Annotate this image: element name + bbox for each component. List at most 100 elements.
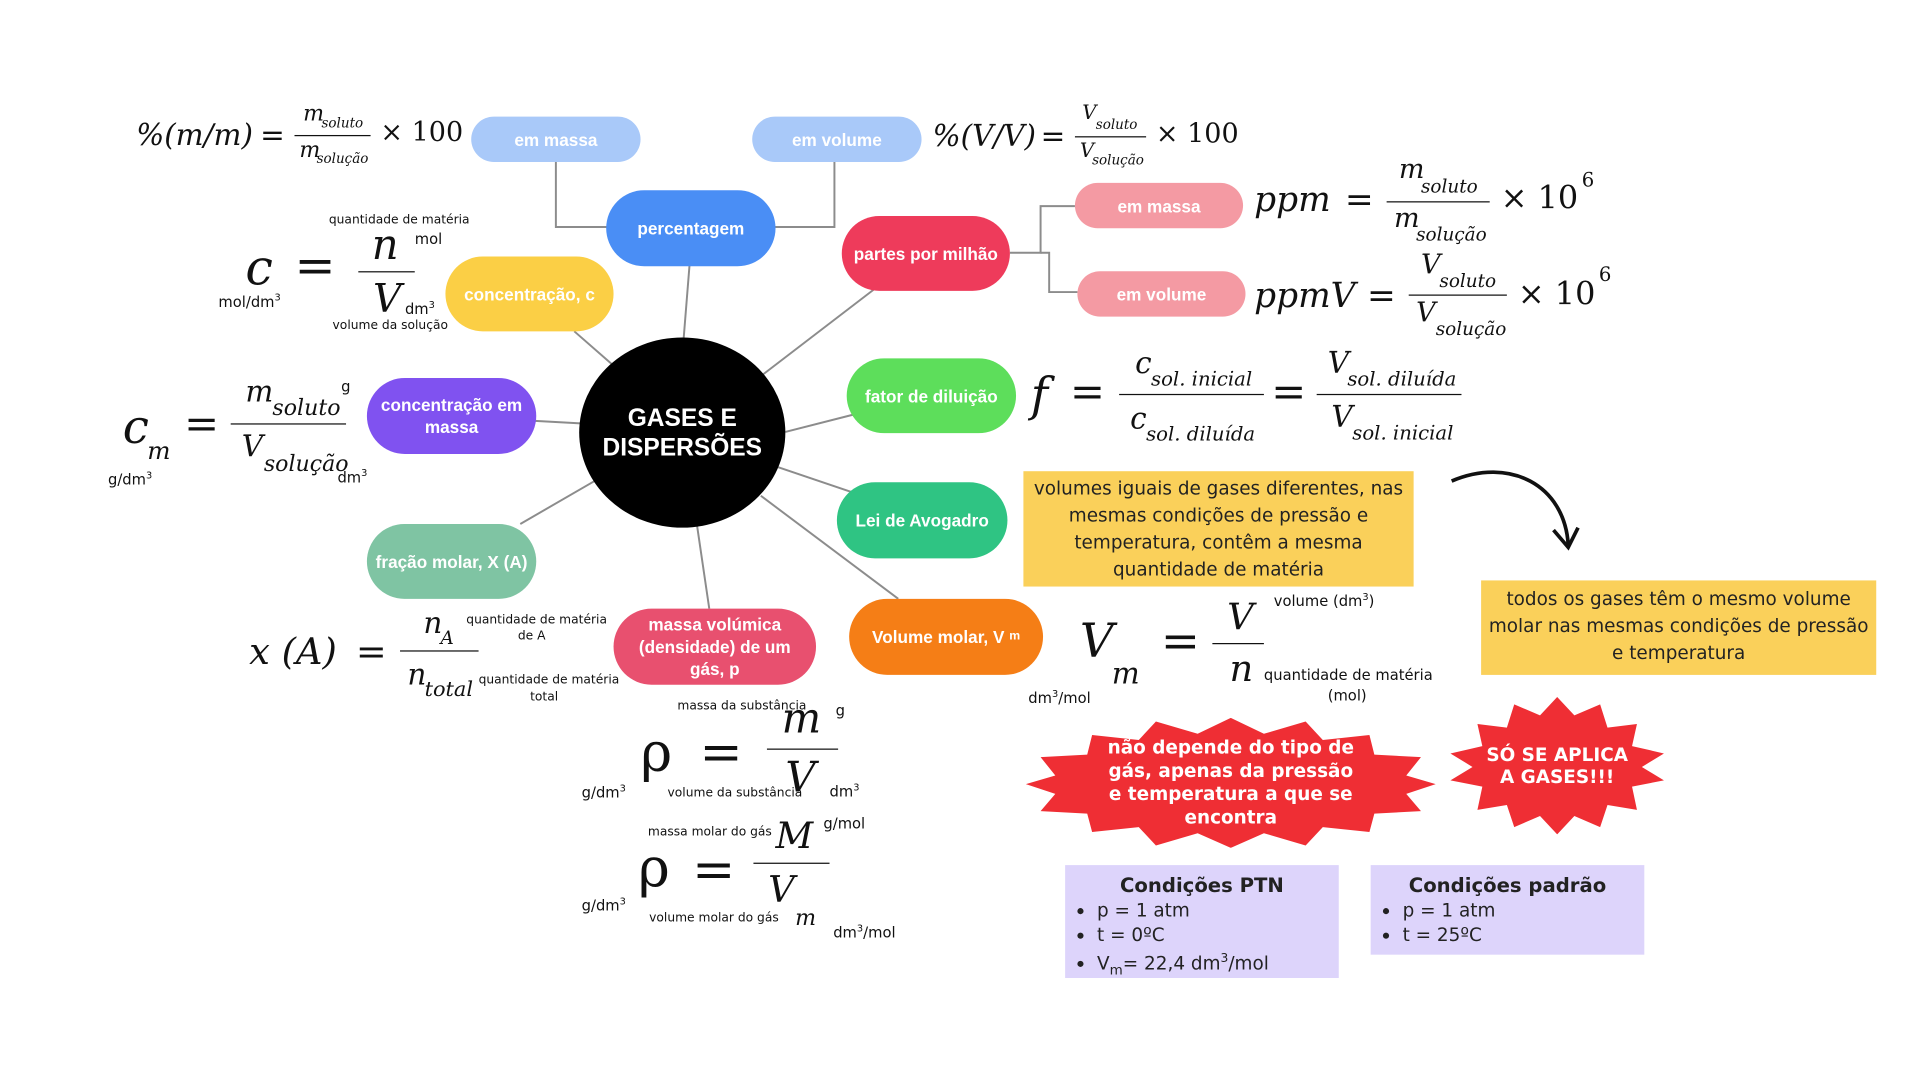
equals-sign-2: = xyxy=(1271,368,1307,418)
denominator-sub: solução xyxy=(263,451,349,478)
lhs-unit: mol/dm3 xyxy=(218,292,281,311)
ptn-temperature: t = 0ºC xyxy=(1097,923,1326,948)
node-label-sub: m xyxy=(1009,629,1021,644)
numerator: M xyxy=(775,814,814,858)
denominator-unit: dm3 xyxy=(829,781,860,801)
formula-lhs: ppmV xyxy=(1254,274,1356,316)
lhs-unit: g/dm3 xyxy=(107,469,153,489)
node-concentracao-massa[interactable]: concentração em massa xyxy=(366,377,537,455)
node-em-volume-percentagem[interactable]: em volume xyxy=(752,116,922,162)
fraction-bar xyxy=(766,748,839,750)
node-em-volume-ppm[interactable]: em volume xyxy=(1077,271,1246,317)
numerator: m xyxy=(781,694,822,744)
node-label: Lei de Avogadro xyxy=(855,510,989,531)
denominator-1-sub: sol. diluída xyxy=(1146,422,1256,446)
node-em-massa-ppm[interactable]: em massa xyxy=(1074,182,1244,229)
formula-lhs: ρ xyxy=(640,721,673,785)
node-label: fator de diluição xyxy=(865,385,998,406)
denominator: m xyxy=(299,137,321,164)
equals-sign: = xyxy=(355,630,387,674)
node-em-massa-percentagem[interactable]: em massa xyxy=(471,116,641,162)
numerator-2-sub: sol. diluída xyxy=(1347,366,1457,391)
denominator-label-2: total xyxy=(530,690,559,705)
padrao-temperature: t = 25ºC xyxy=(1403,923,1632,948)
denominator: V xyxy=(1079,138,1095,162)
node-label: percentagem xyxy=(637,218,745,239)
fraction-bar xyxy=(1074,136,1147,138)
formula-lhs: c xyxy=(245,240,273,297)
denominator: m xyxy=(1393,203,1420,235)
numerator-sub: soluto xyxy=(272,395,341,421)
numerator-sub: soluto xyxy=(1095,116,1138,133)
burst-large-text: não depende do tipo de gás, apenas da pr… xyxy=(1107,736,1354,829)
multiplier: × 100 xyxy=(1155,119,1239,150)
numerator-label: volume (dm3) xyxy=(1273,591,1375,610)
numerator: V xyxy=(1082,100,1097,124)
lhs-sub: m xyxy=(1111,656,1140,691)
numerator-1: c xyxy=(1135,346,1152,381)
fraction-bar xyxy=(1408,294,1507,296)
lhs-unit: g/dm3 xyxy=(581,782,626,802)
numerator-sub: soluto xyxy=(1420,175,1478,198)
numerator-sub: A xyxy=(440,627,454,650)
denominator: V xyxy=(785,753,816,803)
burst-shape xyxy=(1450,696,1664,835)
fraction-bar-1 xyxy=(1119,393,1264,396)
fraction-bar-2 xyxy=(1316,393,1462,396)
multiplier: × 10 xyxy=(1500,180,1579,218)
numerator: V xyxy=(1227,596,1254,640)
numerator-label: massa molar do gás xyxy=(647,825,772,840)
denominator-1: c xyxy=(1130,401,1147,436)
node-label: em volume xyxy=(791,129,882,150)
mesmo-volume-note: todos os gases têm o mesmo volume molar … xyxy=(1481,580,1877,675)
ptn-pressure: p = 1 atm xyxy=(1097,898,1326,923)
denominator: V xyxy=(241,429,264,464)
node-label: Volume molar, V xyxy=(872,627,1005,647)
node-partes-por-milhao[interactable]: partes por milhão xyxy=(841,215,1010,291)
equals-sign: = xyxy=(699,721,743,782)
formula-lhs: f xyxy=(1030,368,1049,423)
denominator: V xyxy=(1416,298,1436,329)
padrao-pressure: p = 1 atm xyxy=(1403,898,1632,923)
node-massa-volumica[interactable]: massa volúmica (densidade) de um gás, p xyxy=(613,608,817,685)
denominator: n xyxy=(1229,647,1254,691)
node-concentracao[interactable]: concentração, c xyxy=(445,256,614,332)
denominator: V xyxy=(373,274,402,322)
node-label: concentração, c xyxy=(464,284,595,304)
numerator: n xyxy=(371,220,399,270)
numerator-unit: g/mol xyxy=(823,814,866,832)
numerator-label: quantidade de matéria xyxy=(466,613,607,628)
formula-lhs: %(V/V) xyxy=(932,119,1037,154)
ptn-molar-volume: Vm= 22,4 dm3/mol xyxy=(1097,947,1326,983)
fraction-bar xyxy=(400,650,479,652)
avogadro-note-text: volumes iguais de gases diferentes, nas … xyxy=(1033,477,1404,581)
node-fator-diluicao[interactable]: fator de diluição xyxy=(846,358,1017,434)
numerator-1-sub: sol. inicial xyxy=(1151,366,1253,391)
denominator-sub: total xyxy=(424,677,474,702)
denominator-label: quantidade de matéria xyxy=(478,673,620,688)
equals-sign: = xyxy=(260,117,285,153)
denominator-unit: dm3 xyxy=(337,467,368,486)
node-lei-avogadro[interactable]: Lei de Avogadro xyxy=(836,482,1008,559)
formula-lhs: ρ xyxy=(638,836,670,900)
equals-sign: = xyxy=(294,238,336,295)
exponent: 6 xyxy=(1598,262,1612,286)
avogadro-note: volumes iguais de gases diferentes, nas … xyxy=(1023,471,1414,587)
denominator-sub: m xyxy=(795,905,817,932)
node-percentagem[interactable]: percentagem xyxy=(606,190,776,267)
denominator-label-2: (mol) xyxy=(1327,687,1367,705)
numerator-label: quantidade de matéria xyxy=(328,213,470,228)
denominator-sub: solução xyxy=(1435,317,1507,340)
formula-lhs: ppm xyxy=(1254,179,1331,220)
burst-callout-large: não depende do tipo de gás, apenas da pr… xyxy=(1025,717,1436,848)
denominator-2-sub: sol. inicial xyxy=(1352,420,1454,445)
node-fracao-molar[interactable]: fração molar, X (A) xyxy=(366,523,537,599)
node-label: em massa xyxy=(514,129,598,150)
node-label: concentração em massa xyxy=(380,395,523,437)
ptn-conditions-box: Condições PTN p = 1 atm t = 0ºC Vm= 22,4… xyxy=(1065,865,1339,978)
numerator-sub: soluto xyxy=(1439,269,1497,293)
node-volume-molar[interactable]: Volume molar, V m xyxy=(849,598,1044,675)
